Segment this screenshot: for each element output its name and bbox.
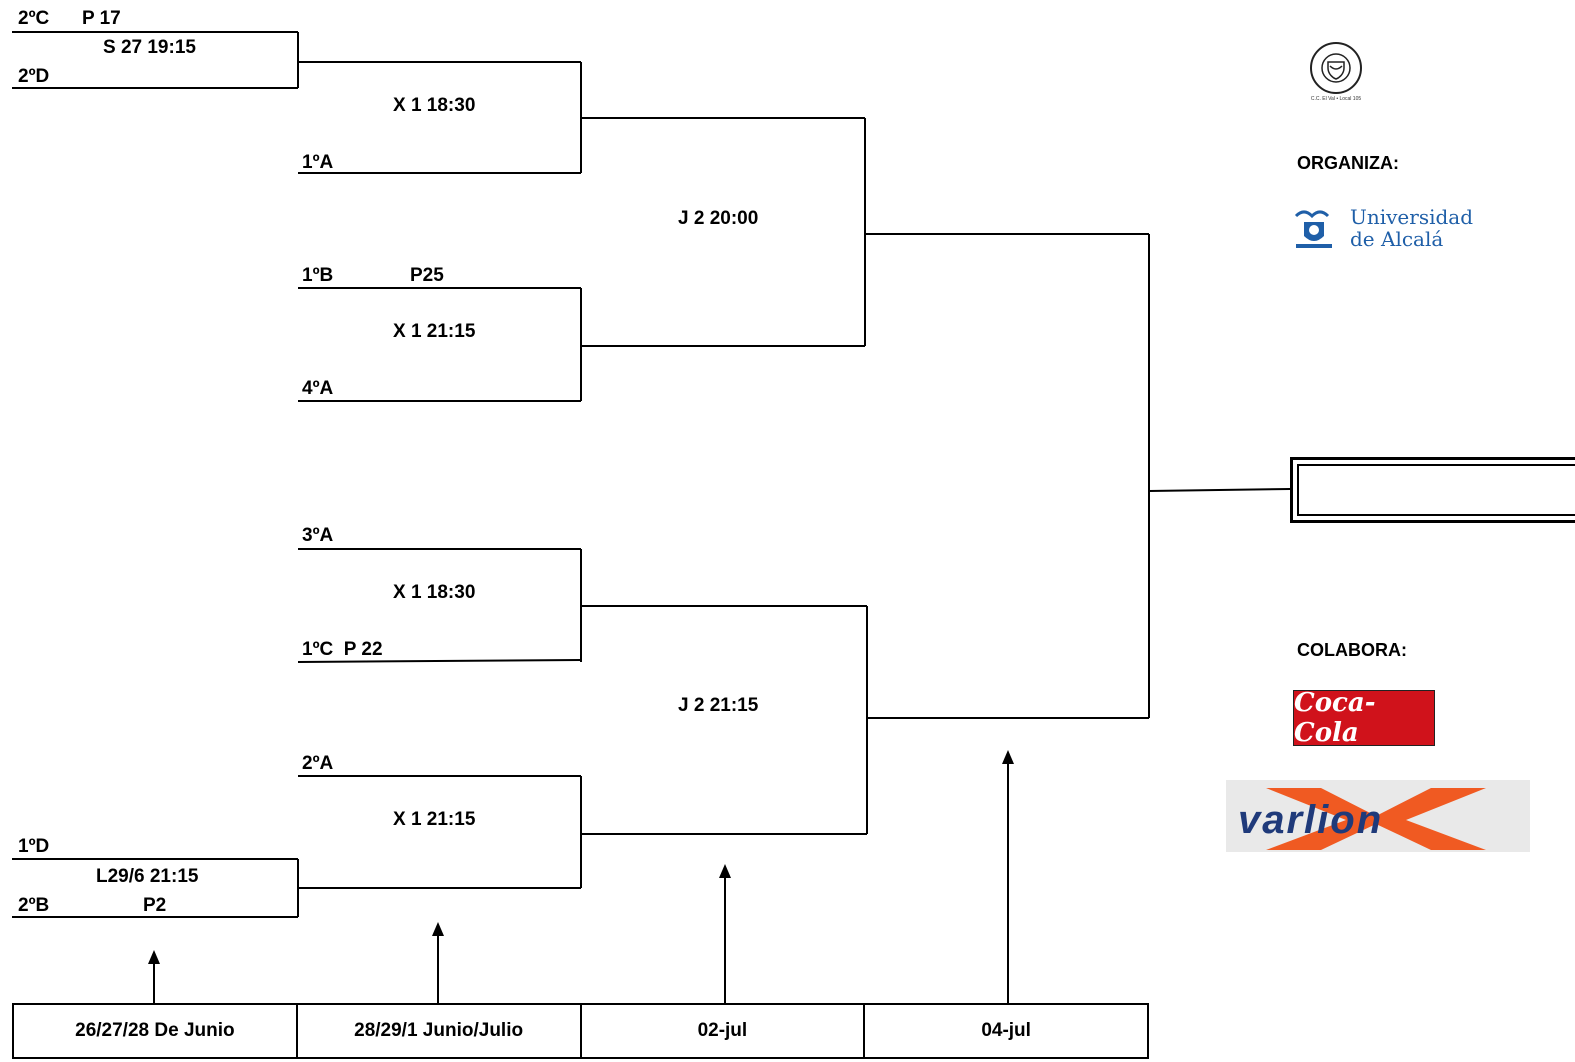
cocacola-logo: Coca-Cola	[1293, 688, 1435, 748]
varlion-logo: varlion	[1226, 780, 1530, 852]
varlion-x-icon	[1266, 788, 1486, 850]
varlion-text: varlion	[1238, 798, 1384, 842]
university-crest-icon	[1294, 210, 1332, 248]
seed-2c: 2ºC	[18, 8, 50, 29]
date-final: 04-jul	[981, 1020, 1031, 1041]
court-p17: P 17	[82, 8, 121, 29]
date-semis: 02-jul	[582, 1005, 866, 1057]
date-round2: 28/29/1 Junio/Julio	[298, 1005, 582, 1057]
round-dates-row: 26/27/28 De Junio 28/29/1 Junio/Julio 02…	[12, 1003, 1149, 1059]
universidad-alcala-logo: Universidad de Alcalá	[1290, 206, 1520, 254]
organiza-label: ORGANIZA:	[1297, 153, 1399, 173]
bpadel-subtext: C.C. El Val • Local 105	[1311, 96, 1362, 102]
university-line1: Universidad	[1350, 205, 1474, 229]
champion-box	[1290, 457, 1575, 523]
court-p2: P2	[143, 895, 167, 916]
cocacola-text: Coca-Cola	[1294, 688, 1376, 748]
seed-3a: 3ºA	[302, 525, 334, 546]
colabora-label: COLABORA:	[1297, 640, 1407, 660]
match-time: S 27 19:15	[103, 37, 196, 58]
match-time: X 1 21:15	[393, 809, 476, 830]
seed-4a: 4ºA	[302, 378, 334, 399]
match-time: X 1 18:30	[393, 582, 476, 603]
seed-1c: 1ºC P 22	[302, 639, 383, 660]
bpadel-logo: C.C. El Val • Local 105	[1310, 42, 1362, 102]
match-time: J 2 20:00	[678, 208, 759, 229]
seed-2b: 2ºB	[18, 895, 50, 916]
date-round1: 26/27/28 De Junio	[14, 1005, 298, 1057]
match-time: X 1 21:15	[393, 321, 476, 342]
seed-1b: 1ºB	[302, 265, 334, 286]
seed-2d: 2ºD	[18, 66, 50, 87]
court-p25: P25	[410, 265, 444, 286]
match-time: X 1 18:30	[393, 95, 476, 116]
seed-1a: 1ºA	[302, 152, 334, 173]
university-line2: de Alcalá	[1350, 227, 1444, 251]
match-time: L29/6 21:15	[96, 866, 199, 887]
seed-2a: 2ºA	[302, 753, 334, 774]
match-time: J 2 21:15	[678, 695, 759, 716]
seed-1d: 1ºD	[18, 836, 50, 857]
